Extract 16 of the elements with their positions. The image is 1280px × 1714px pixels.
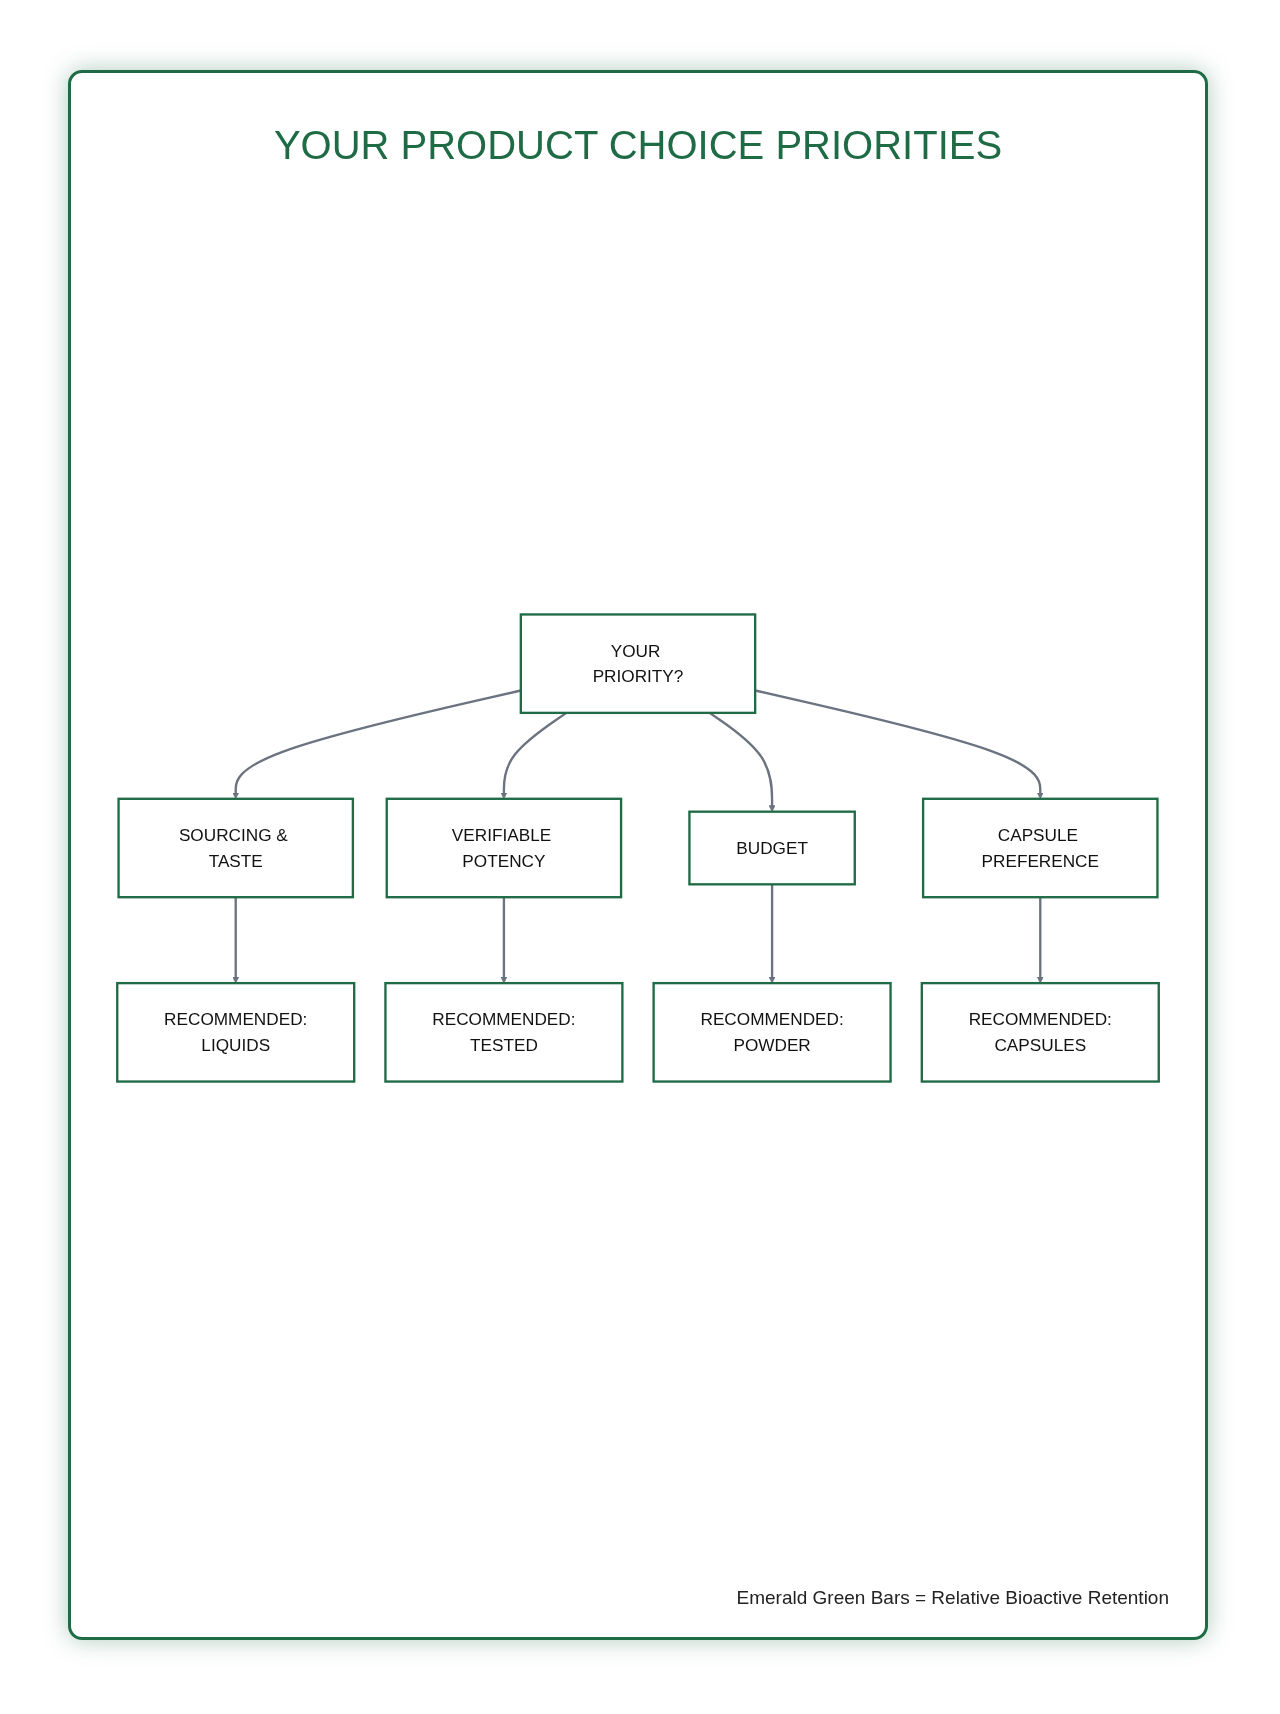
- arrow: [768, 884, 776, 984]
- node-box: [519, 613, 757, 715]
- node-box: [385, 797, 623, 899]
- frame-border: YOUR PRODUCT CHOICE PRIORITIES YOUR PRIORITY? SOURCING & TASTE VERIFIABLE POTENCY BUDGET CAPSULE PREFERENCE RECOMMENDED: LIQUIDS RECOMMENDED: TESTED RECOMMENDED: POWDER RECOMMENDED: CAPSULES Emerald Green Bars = Relative Bioactive Retention: [68, 70, 1208, 1640]
- node-box: [117, 797, 355, 899]
- node-box: [384, 981, 624, 1083]
- diagram-title: YOUR PRODUCT CHOICE PRIORITIES: [272, 123, 1004, 168]
- node-box: [652, 981, 892, 1083]
- node-box: [116, 981, 356, 1083]
- arrow: [500, 897, 508, 984]
- note-text: Emerald Green Bars = Relative Bioactive Retention: [736, 1587, 1169, 1609]
- node-box: [920, 981, 1160, 1083]
- node-box: [688, 810, 856, 886]
- arrow: [232, 897, 240, 984]
- node-box: [921, 797, 1159, 899]
- arrow: [1036, 897, 1044, 984]
